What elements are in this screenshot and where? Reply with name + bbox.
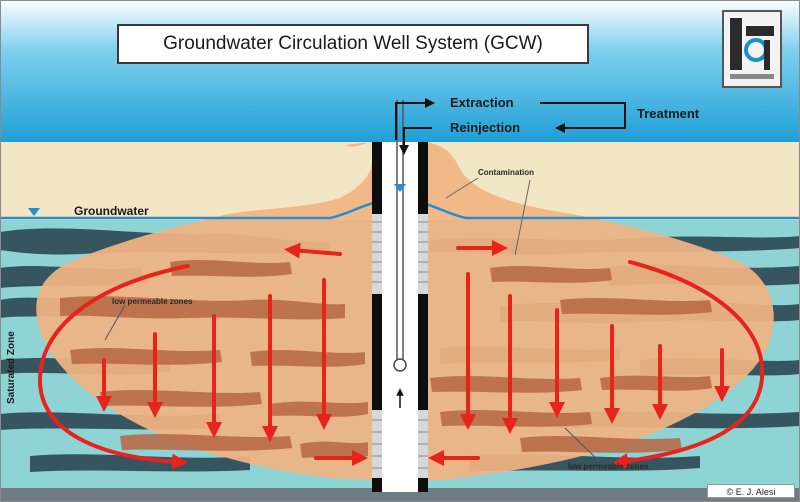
contamination-label: Contamination bbox=[478, 168, 534, 177]
well bbox=[372, 100, 428, 492]
bedrock-strip bbox=[0, 488, 800, 502]
extraction-label: Extraction bbox=[450, 95, 514, 110]
contamination-leader-2 bbox=[514, 179, 531, 256]
lowperm-leader-2 bbox=[564, 427, 601, 463]
logo-icon bbox=[722, 10, 782, 88]
triangle-water-level-icon bbox=[28, 208, 40, 216]
sky-background bbox=[0, 0, 800, 142]
circulation-arrows bbox=[37, 240, 765, 470]
saturated-zone-label: Saturated Zone bbox=[6, 331, 17, 404]
contamination-leader bbox=[445, 177, 479, 199]
triangle-water-level-icon bbox=[394, 184, 406, 192]
lowperm-leader bbox=[104, 304, 126, 341]
treatment-label: Treatment bbox=[637, 106, 700, 121]
diagram-title: Groundwater Circulation Well System (GCW… bbox=[117, 24, 589, 64]
low-permeable-zones-label-right: low permeable zones bbox=[568, 462, 649, 471]
credit-label: © E. J. Alesi bbox=[707, 484, 795, 498]
low-permeable-zones-label-left: low permeable zones bbox=[112, 297, 193, 306]
groundwater-label: Groundwater bbox=[74, 204, 149, 218]
treatment-loop-arrows bbox=[395, 98, 626, 155]
reinjection-label: Reinjection bbox=[450, 120, 521, 135]
